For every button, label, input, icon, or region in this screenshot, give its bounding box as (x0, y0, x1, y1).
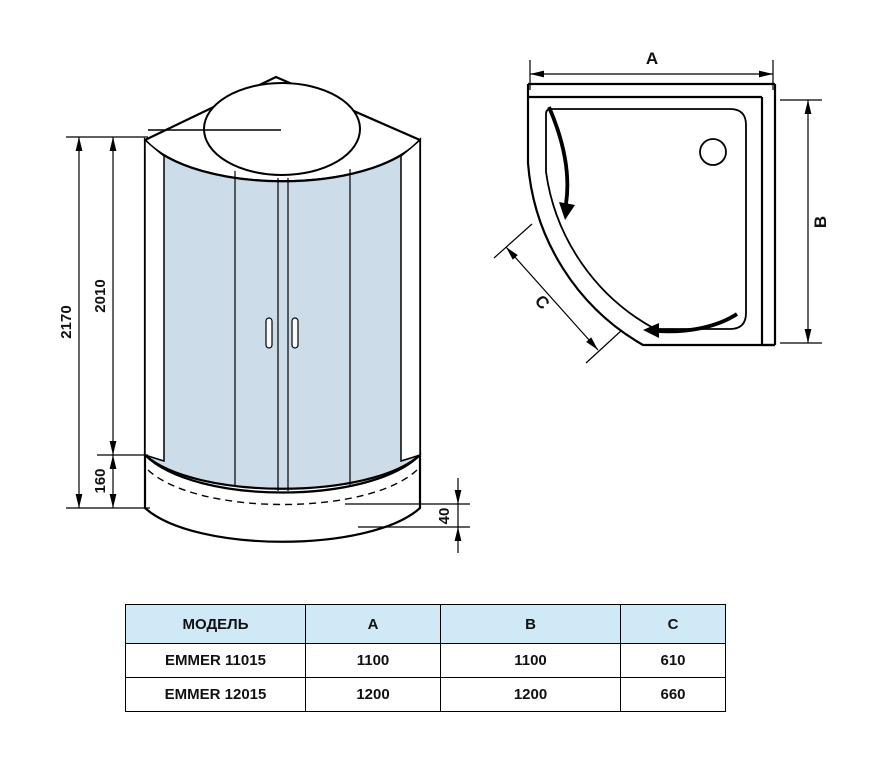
canopy-dome (203, 82, 361, 176)
dim-glass-height-label: 2010 (92, 279, 109, 312)
tray-outer-edge (526, 97, 775, 347)
front-dimensions: 2170 2010 160 (58, 136, 150, 509)
dim-total-height-label: 2170 (58, 305, 75, 338)
dim-c-label: C (531, 291, 553, 313)
tray-front (143, 452, 422, 543)
dim-tray-lip-label: 40 (436, 508, 453, 525)
top-view: A B C (493, 49, 830, 364)
value-b: 1200 (440, 677, 621, 712)
value-b: 1100 (440, 643, 621, 678)
right-frame (400, 138, 421, 463)
tray-inner-rim (545, 108, 747, 330)
dimension-b: B (780, 99, 830, 344)
glass-front (143, 137, 422, 490)
header-dim-b: B (440, 604, 621, 644)
table-row: EMMER 11015 1100 1100 610 (125, 643, 726, 678)
dim-tray-height-label: 160 (92, 468, 109, 493)
model-name: EMMER 12015 (125, 677, 306, 712)
spec-table-header-row: МОДЕЛЬ A B C (125, 604, 726, 644)
technical-drawing: 2170 2010 160 40 (58, 49, 830, 553)
header-dim-a: A (305, 604, 441, 644)
tray-lip-dimension: 40 (345, 478, 470, 553)
spec-table: МОДЕЛЬ A B C EMMER 11015 1100 1100 610 E… (125, 604, 726, 712)
dimension-a: A (529, 49, 774, 90)
value-a: 1200 (305, 677, 441, 712)
front-view: 2170 2010 160 40 (58, 75, 470, 553)
left-frame (144, 138, 165, 463)
door-mullions (234, 169, 351, 491)
dimension-c: C (493, 223, 623, 364)
value-c: 610 (620, 643, 726, 678)
dim-b-label: B (811, 216, 830, 228)
dim-a-label: A (646, 49, 658, 68)
tray-hidden-edge (147, 469, 418, 506)
left-door-handle (265, 317, 273, 349)
drain-hole (699, 138, 727, 166)
header-model: МОДЕЛЬ (125, 604, 306, 644)
header-dim-c: C (620, 604, 726, 644)
right-door-handle (291, 317, 299, 349)
model-name: EMMER 11015 (125, 643, 306, 678)
door-motion-arrows (547, 106, 739, 338)
value-c: 660 (620, 677, 726, 712)
walls (526, 82, 777, 347)
value-a: 1100 (305, 643, 441, 678)
table-row: EMMER 12015 1200 1200 660 (125, 677, 726, 712)
